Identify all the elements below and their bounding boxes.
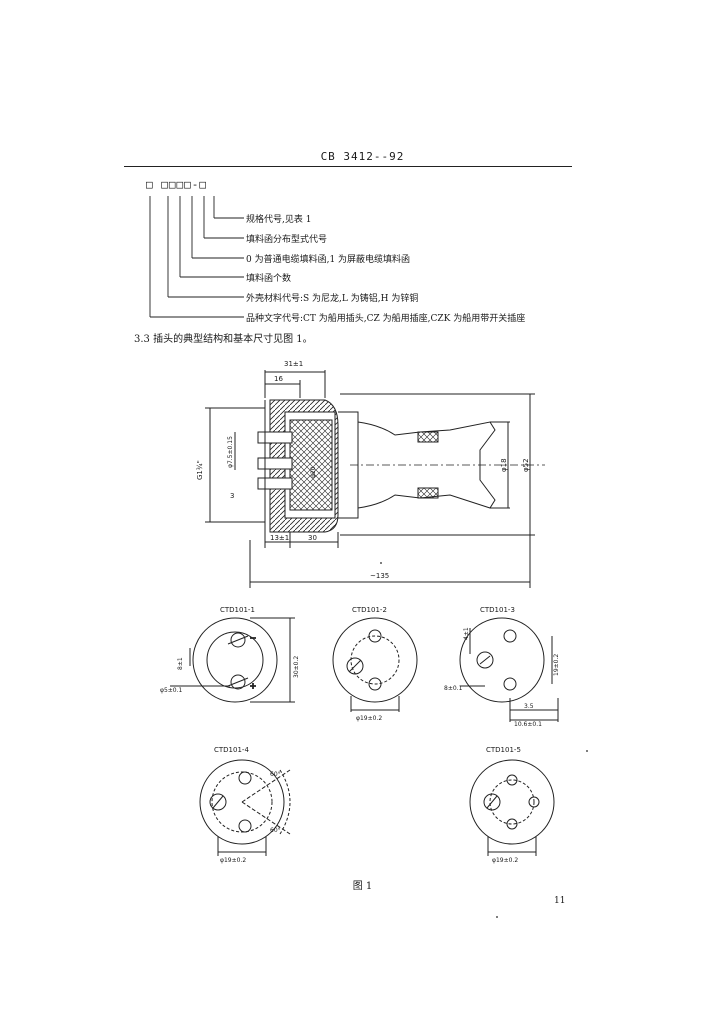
scan-speck <box>496 916 498 918</box>
view-dim: φ5±0.1 <box>160 687 183 694</box>
dim-top-total: 31±1 <box>284 360 303 368</box>
dim-right-a: φ18 <box>500 458 508 472</box>
view-ctd101-2: CTD101-2 φ19±0.2 <box>332 606 418 722</box>
legend-item-6: 品种文字代号:CT 为船用插头,CZ 为船用插座,CZK 为船用带开关插座 <box>246 314 526 324</box>
scan-speck <box>380 562 382 564</box>
legend-leaders <box>149 196 244 318</box>
dim-left-thread: G1¾" <box>196 460 204 480</box>
header-rule <box>124 166 572 167</box>
view-label: CTD101-4 <box>214 746 249 754</box>
legend-item-2: 填料函分布型式代号 <box>246 235 328 245</box>
dim-pin-pitch: φ7.5±0.15 <box>227 436 234 468</box>
view-label: CTD101-2 <box>352 606 387 614</box>
scan-speck <box>586 750 588 752</box>
view-ctd101-1: CTD101-1 30±0.2 8±1 φ5±0.1 <box>160 606 300 703</box>
page-number: 11 <box>554 896 566 906</box>
view-dim: 60° <box>270 827 281 834</box>
code-pattern: □ □□□□-□ <box>146 178 207 191</box>
dim-right-b: φ52 <box>522 458 530 472</box>
view-dim: φ19±0.2 <box>356 715 382 722</box>
view-dim: 19±0.2 <box>553 654 560 676</box>
view-dim: 30±0.2 <box>293 656 300 678</box>
view-label: CTD101-1 <box>220 606 255 614</box>
view-dim: 10.6±0.1 <box>514 721 542 728</box>
figure-caption: 图 1 <box>352 881 373 892</box>
view-dim: φ19±0.2 <box>492 857 518 864</box>
dim-overall: ~135 <box>370 572 389 580</box>
view-dim: 8±1 <box>177 657 184 670</box>
legend-item-5: 外壳材料代号:S 为尼龙,L 为铸铝,H 为锌铜 <box>246 294 419 304</box>
section-3-3: 3.3 插头的典型结构和基本尺寸见图 1。 <box>134 334 313 345</box>
view-dim: 60° <box>270 771 281 778</box>
view-label: CTD101-3 <box>480 606 515 614</box>
dim-bottom-a: 13±1 <box>270 534 289 542</box>
view-ctd101-4: CTD101-4 60° 60° φ19±0.2 <box>199 746 291 864</box>
view-dim: 3.5 <box>524 703 534 710</box>
legend-item-4: 填料函个数 <box>246 274 292 284</box>
view-dim: φ19±0.2 <box>220 857 246 864</box>
legend-item-3: 0 为普通电缆填料函,1 为屏蔽电缆填料函 <box>246 255 411 265</box>
view-ctd101-3: CTD101-3 19±0.2 4±1 8±0.1 3.5 10.6±0.1 <box>444 606 560 728</box>
view-label: CTD101-5 <box>486 746 521 754</box>
view-ctd101-5: CTD101-5 φ19±0.2 <box>469 746 555 864</box>
dim-top-inner: 16 <box>274 375 283 383</box>
view-dim: 8±0.1 <box>444 685 463 692</box>
dim-bottom-b: 30 <box>308 534 317 542</box>
legend-item-1: 规格代号,见表 1 <box>246 215 312 225</box>
view-dim: 4±1 <box>463 627 470 640</box>
dim-small: 3 <box>230 492 234 500</box>
dim-inner-dia: φ20 <box>310 466 317 478</box>
plug-section-drawing: 31±1 16 G1¾" φ7.5±0.15 φ20 3 13±1 30 ~13… <box>196 360 545 588</box>
standard-header: CB 3412--92 <box>320 150 405 163</box>
